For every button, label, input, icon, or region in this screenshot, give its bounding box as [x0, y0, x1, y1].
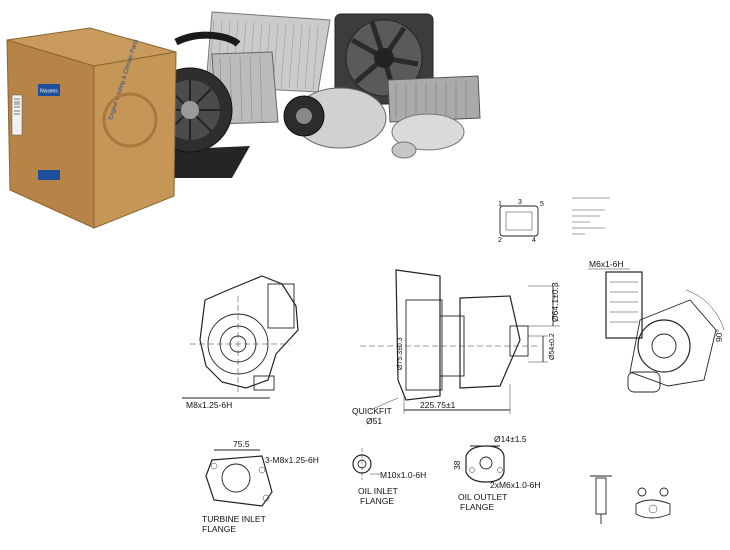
quickfit-dim: Ø51: [366, 416, 382, 426]
turbo-side-view: Ø64.1±0.3 Ø54±0.2 Ø75.3±0.3 225.75±1 QUI…: [352, 269, 560, 426]
oil-inlet-flange: M10x1.0-6H OIL INLET FLANGE: [352, 448, 426, 506]
receiver-drier-image: [391, 113, 465, 159]
oil-outlet-dim: Ø14±1.5: [494, 434, 527, 444]
box-logo-front: [38, 84, 60, 96]
oil-outlet-height: 38: [452, 460, 462, 470]
box-logo-bottom: [38, 170, 60, 180]
turbine-width: 75.5: [233, 439, 250, 449]
pin-3: 3: [518, 199, 522, 206]
m8-thread-label: M8x1.25-6H: [186, 400, 232, 410]
oil-outlet-label-2: FLANGE: [460, 502, 494, 512]
dim-75: Ø75.3±0.3: [397, 337, 404, 370]
turbo-front-view: M8x1.25-6H: [182, 275, 299, 410]
oil-outlet-flange: Ø14±1.5 38 2xM6x1.0-6H OIL OUTLET FLANGE: [452, 434, 541, 512]
ac-compressor-image: [283, 87, 387, 149]
nissens-box-image: Nissens Engine Cooling & Climate Parts: [6, 27, 177, 229]
gasket-part: [635, 487, 671, 519]
angle-label: 90°: [714, 329, 724, 342]
box-brand-text: Nissens: [40, 89, 58, 95]
pin-5: 5: [540, 201, 544, 208]
m6-thread-label: M6x1-6H: [589, 259, 623, 269]
turbine-thread: 3-M8x1.25-6H: [265, 455, 319, 465]
technical-parameters-block: [572, 197, 610, 235]
quickfit-label: QUICKFIT: [352, 406, 392, 416]
product-collage: Nissens Engine Cooling & Climate Parts: [6, 11, 481, 229]
connector-pinout: 1 3 5 2 4: [498, 197, 610, 244]
box-emblem: [102, 92, 158, 148]
pin-1: 1: [498, 201, 502, 208]
dim-64: Ø64.1±0.3: [550, 282, 560, 322]
turbo-rear-view: M6x1-6H 90°: [588, 259, 725, 393]
oil-outlet-thread: 2xM6x1.0-6H: [490, 480, 541, 490]
bolt-part: [590, 475, 612, 524]
oil-inlet-label-1: OIL INLET: [358, 486, 398, 496]
turbine-label-1: TURBINE INLET: [202, 514, 266, 524]
heater-core-image: [387, 75, 481, 123]
pin-4: 4: [532, 237, 536, 244]
oil-inlet-label-2: FLANGE: [360, 496, 394, 506]
turbine-inlet-flange: 75.5 3-M8x1.25-6H TURBINE INLET FLANGE: [202, 439, 319, 534]
oil-outlet-label-1: OIL OUTLET: [458, 492, 507, 502]
turbine-label-2: FLANGE: [202, 524, 236, 534]
barcode-label: [11, 94, 23, 136]
oil-inlet-thread: M10x1.0-6H: [380, 470, 426, 480]
dim-225: 225.75±1: [420, 400, 456, 410]
dim-54: Ø54±0.2: [549, 333, 556, 360]
pin-2: 2: [498, 237, 502, 244]
